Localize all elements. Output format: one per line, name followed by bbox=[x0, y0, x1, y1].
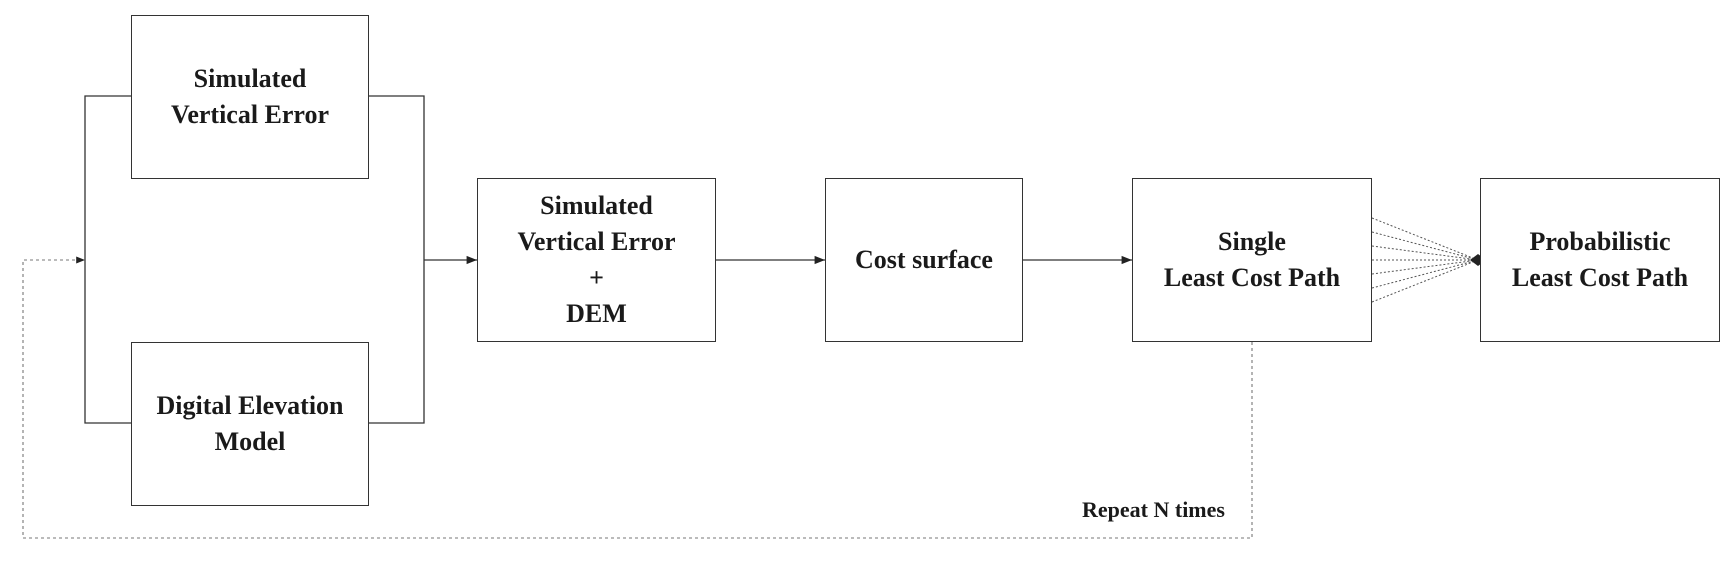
error-plus-dem-box: Simulated Vertical Error + DEM bbox=[477, 178, 716, 342]
single-path-line1: Single bbox=[1218, 227, 1286, 256]
error-plus-dem-line1: Simulated bbox=[540, 191, 653, 220]
dem-line2: Model bbox=[214, 427, 286, 456]
left-bracket-connector bbox=[84, 95, 131, 424]
error-plus-dem-line3: + bbox=[589, 263, 604, 292]
probabilistic-path-line1: Probabilistic bbox=[1529, 227, 1671, 256]
dem-box: Digital Elevation Model bbox=[131, 342, 369, 506]
cost-surface-label: Cost surface bbox=[855, 245, 993, 274]
right-bracket-connector bbox=[369, 95, 425, 424]
error-plus-dem-line4: DEM bbox=[566, 299, 627, 328]
error-plus-dem-line2: Vertical Error bbox=[517, 227, 676, 256]
simulated-error-line1: Simulated bbox=[193, 64, 307, 93]
repeat-loop-connector bbox=[22, 256, 1253, 539]
dem-line1: Digital Elevation bbox=[156, 391, 344, 420]
simulated-error-line2: Vertical Error bbox=[170, 100, 330, 129]
probabilistic-path-line2: Least Cost Path bbox=[1511, 263, 1689, 292]
single-path-box: Single Least Cost Path bbox=[1132, 178, 1372, 342]
fan-connectors bbox=[1371, 217, 1479, 303]
probabilistic-path-box: Probabilistic Least Cost Path bbox=[1480, 178, 1720, 342]
simulated-error-box: Simulated Vertical Error bbox=[131, 15, 369, 179]
cost-surface-box: Cost surface bbox=[825, 178, 1023, 342]
single-path-line2: Least Cost Path bbox=[1163, 263, 1341, 292]
repeat-label: Repeat N times bbox=[1082, 497, 1225, 522]
